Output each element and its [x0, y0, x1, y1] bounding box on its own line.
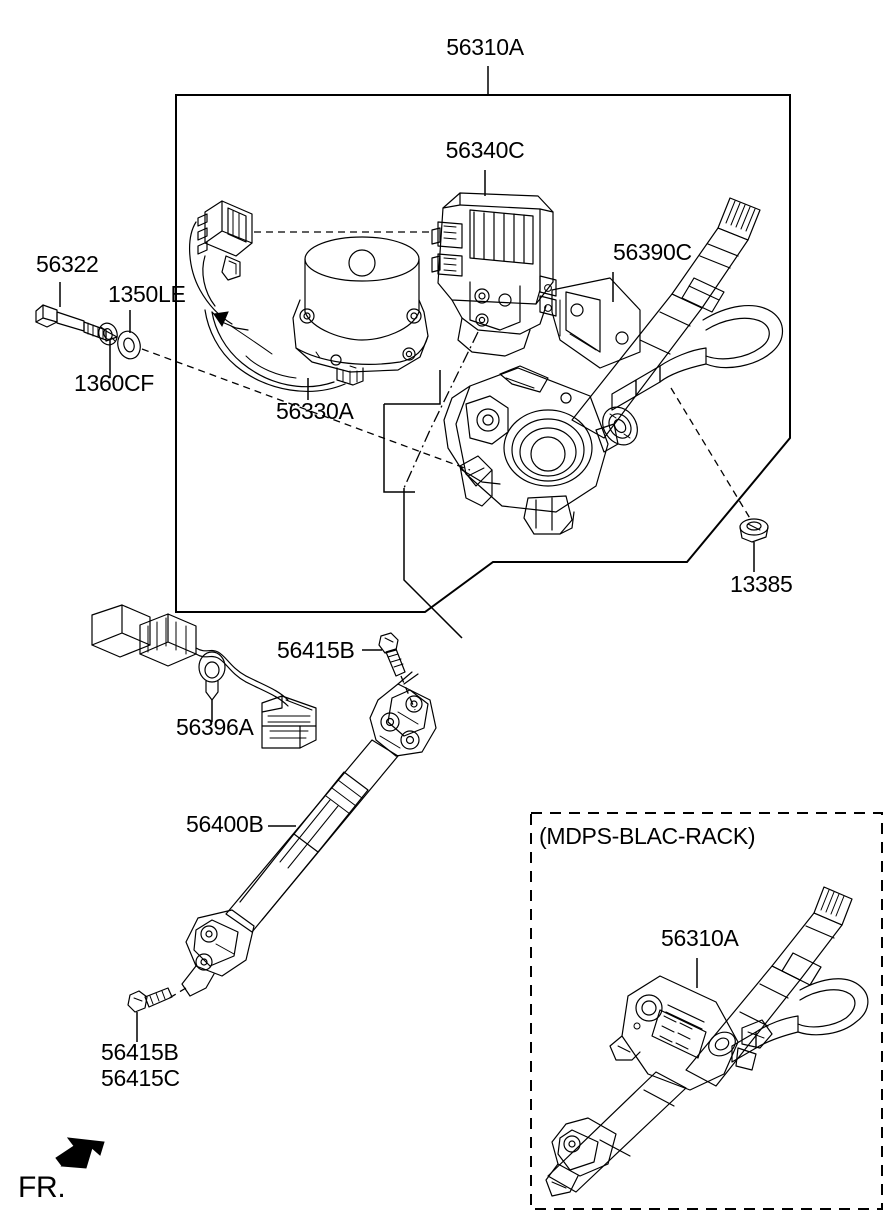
- leader-main-exploded: [403, 488, 463, 639]
- part-56400b-intermediate-shaft: [181, 671, 437, 997]
- label-56340c: 56340C: [446, 137, 525, 163]
- part-56415b-top-bolt: [362, 632, 416, 711]
- front-direction-arrow-icon: [55, 1137, 105, 1169]
- part-56390c-upper-bracket: [551, 272, 641, 369]
- part-56415b-56415c-bolt: [127, 987, 187, 1042]
- part-56330a-assist-motor: [189, 200, 429, 400]
- label-56415c: 56415C: [101, 1065, 180, 1091]
- part-13385-nut: [670, 387, 769, 572]
- inset-group-boundary: [530, 812, 883, 1210]
- label-1350le: 1350LE: [108, 281, 186, 307]
- label-56390c: 56390C: [613, 239, 692, 265]
- inset-column-assembly: [545, 886, 869, 1197]
- label-1360cf: 1360CF: [74, 370, 154, 396]
- label-56400b: 56400B: [186, 811, 264, 837]
- part-1350le-washer: [117, 310, 141, 360]
- label-56322: 56322: [36, 251, 98, 277]
- label-56415b-bottom: 56415B: [101, 1039, 179, 1065]
- part-1360cf-washer: [98, 322, 118, 378]
- label-56330a: 56330A: [276, 398, 354, 424]
- label-inset-title: (MDPS-BLAC-RACK): [539, 823, 755, 849]
- part-56396a-harness: [91, 604, 317, 749]
- front-direction-label: FR.: [18, 1171, 65, 1204]
- label-56396a: 56396A: [176, 714, 254, 740]
- label-13385: 13385: [730, 571, 792, 597]
- part-56322-bolt: [35, 282, 118, 342]
- gear-housing-assembly: [443, 365, 619, 535]
- label-56310a-inset: 56310A: [661, 925, 739, 951]
- main-group-boundary: [175, 94, 791, 613]
- label-56415b-top: 56415B: [277, 637, 355, 663]
- steering-column-shaft-main: [571, 197, 784, 446]
- leader-washer-to-column: [141, 348, 471, 471]
- label-56310a-main: 56310A: [446, 34, 524, 60]
- internal-reference-lines: [383, 370, 441, 493]
- part-56340c-ecu: [431, 170, 557, 357]
